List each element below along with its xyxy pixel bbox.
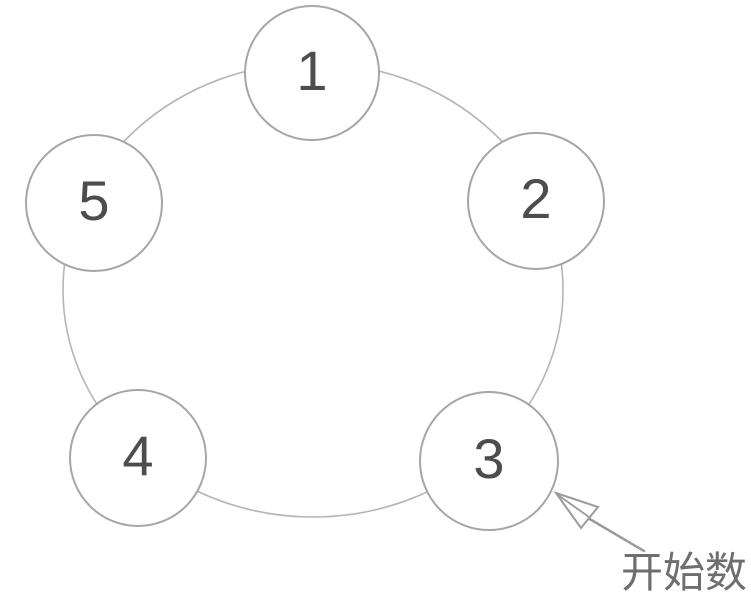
- start-arrow: [553, 491, 646, 553]
- start-count-label: 开始数: [621, 548, 748, 597]
- node-5-label: 5: [78, 169, 110, 232]
- node-1: 1: [244, 5, 380, 141]
- node-4: 4: [69, 389, 207, 527]
- node-5: 5: [25, 134, 163, 272]
- node-3: 3: [419, 391, 559, 531]
- node-1-label: 1: [296, 39, 328, 102]
- arrow-head-fold-line: [557, 494, 590, 518]
- node-2-label: 2: [520, 167, 552, 230]
- node-2: 2: [467, 132, 605, 270]
- node-4-label: 4: [122, 424, 154, 487]
- arrow-shaft: [586, 516, 646, 553]
- node-3-label: 3: [473, 427, 505, 490]
